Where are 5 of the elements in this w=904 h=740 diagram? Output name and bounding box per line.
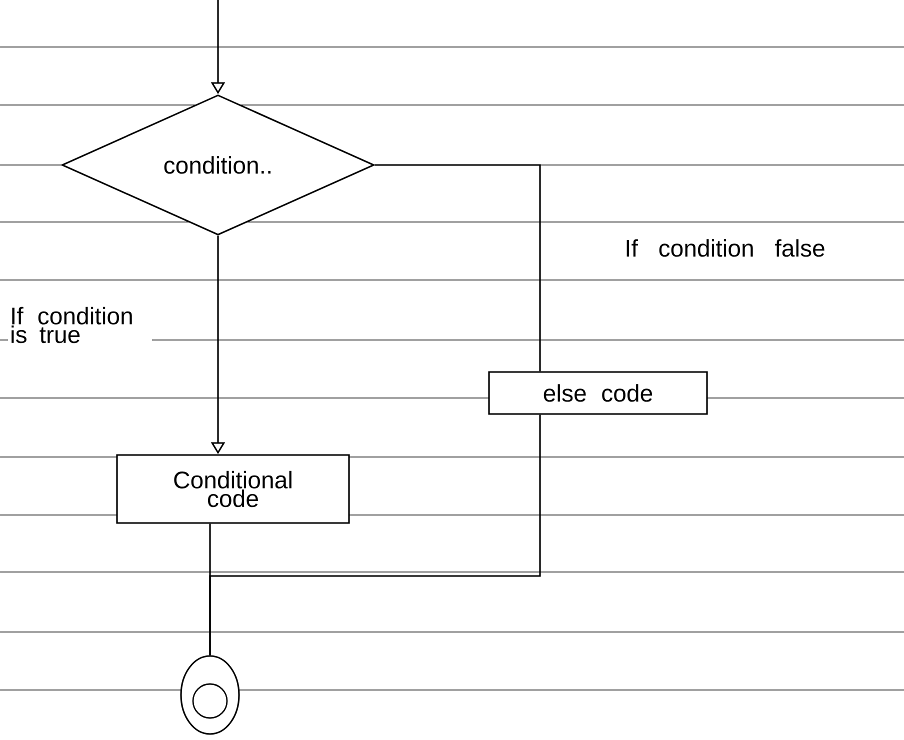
process-box: Conditional code — [116, 454, 350, 524]
edge-label: If condition is true — [12, 306, 132, 344]
end-symbol — [180, 655, 240, 735]
edge-label: If condition false — [626, 239, 824, 257]
process-box: else code — [488, 371, 708, 415]
